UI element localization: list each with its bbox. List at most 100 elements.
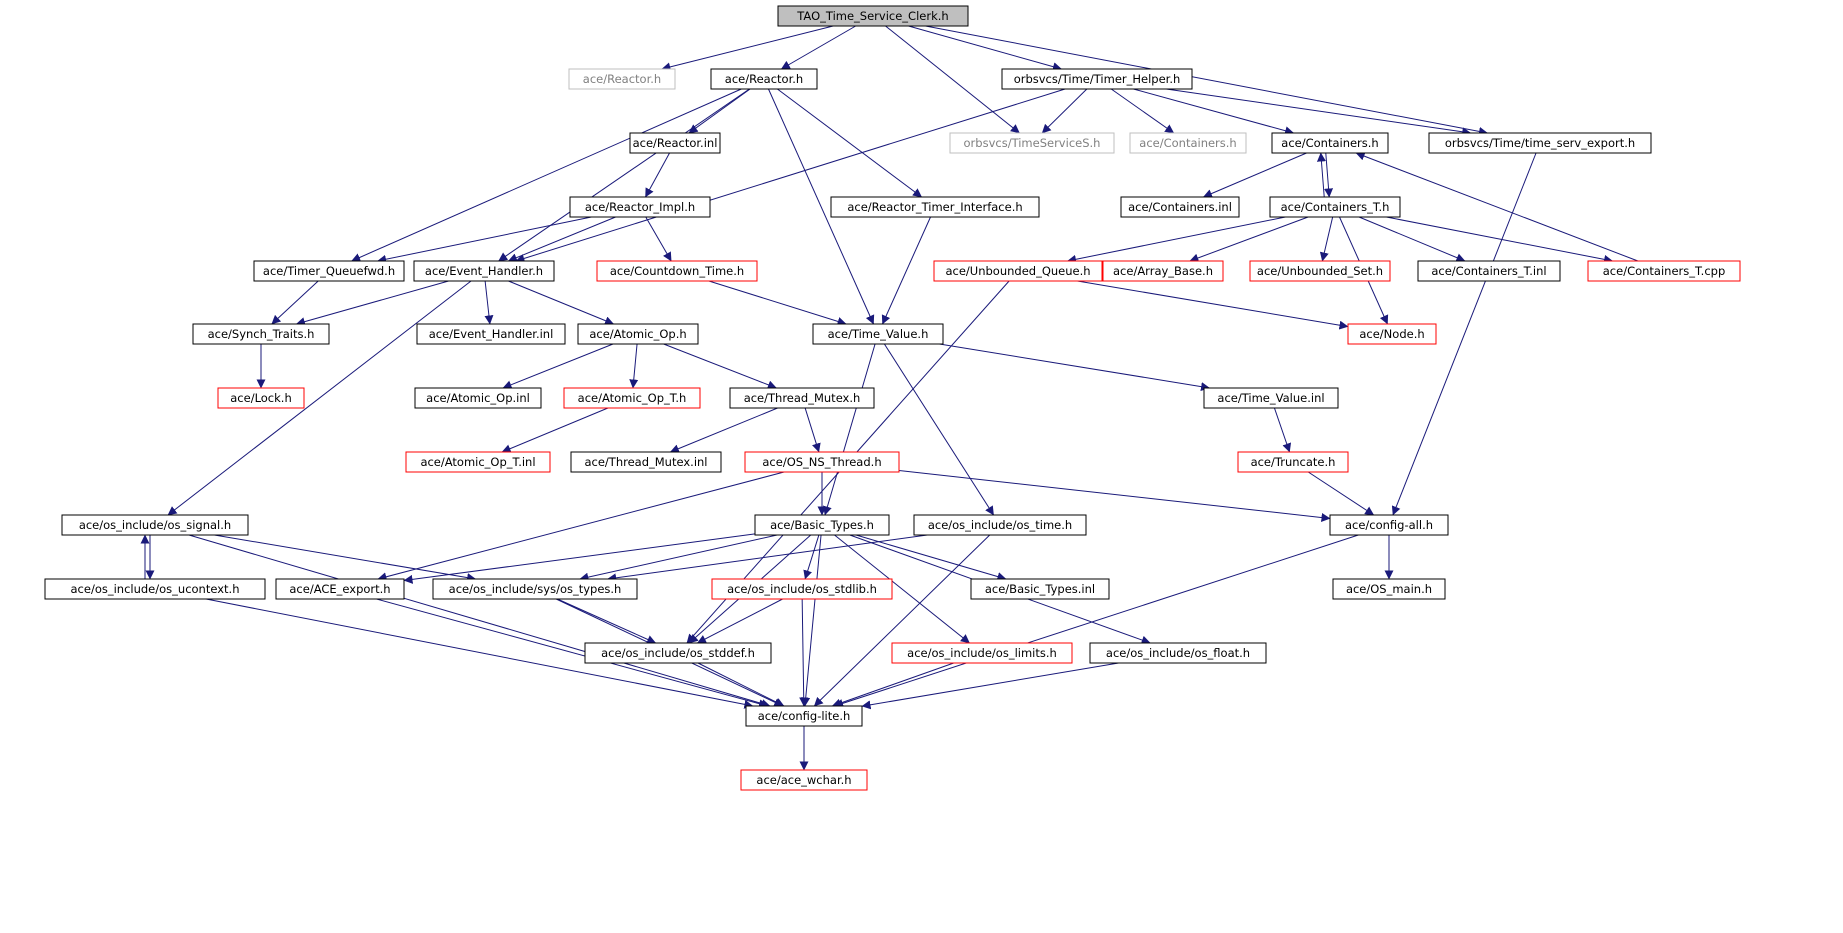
edge-timer_queuefwd-to-synch_traits: [271, 280, 319, 325]
node-ace_wchar[interactable]: ace/ace_wchar.h: [740, 769, 868, 791]
node-box: [745, 705, 863, 727]
node-box: [1587, 260, 1741, 282]
node-reactor_ext: ace/Reactor.h: [568, 68, 676, 90]
node-containers[interactable]: ace/Containers.h: [1271, 132, 1389, 154]
edge-atomic_op-to-atomic_op_inl: [502, 343, 614, 390]
node-label: ace/Synch_Traits.h: [208, 327, 315, 341]
node-atomic_op_t[interactable]: ace/Atomic_Op_T.h: [563, 387, 701, 409]
node-box: [1203, 387, 1339, 409]
node-unbounded_queue[interactable]: ace/Unbounded_Queue.h: [933, 260, 1103, 282]
node-ace_export[interactable]: ace/ACE_export.h: [275, 578, 405, 600]
node-label: ace/Reactor.h: [583, 72, 661, 86]
node-box: [275, 578, 405, 600]
node-label: ace/Event_Handler.inl: [429, 327, 554, 341]
node-box: [217, 387, 305, 409]
node-config_lite[interactable]: ace/config-lite.h: [745, 705, 863, 727]
node-timer_queuefwd[interactable]: ace/Timer_Queuefwd.h: [253, 260, 405, 282]
node-box: [577, 323, 699, 345]
edge-reactor_impl-to-timer_queuefwd: [377, 216, 592, 264]
node-containers_t_cpp[interactable]: ace/Containers_T.cpp: [1587, 260, 1741, 282]
node-label: ace/Time_Value.h: [828, 327, 929, 341]
node-box: [754, 514, 890, 536]
node-layer: TAO_Time_Service_Clerk.h ace/Reactor.h ace…: [44, 5, 1741, 791]
node-os_stdlib[interactable]: ace/os_include/os_stdlib.h: [711, 578, 893, 600]
edge-ace_export-to-config_lite: [376, 598, 768, 709]
node-time_value[interactable]: ace/Time_Value.h: [812, 323, 944, 345]
node-basic_types_inl[interactable]: ace/Basic_Types.inl: [970, 578, 1110, 600]
node-label: ace/OS_main.h: [1346, 582, 1432, 596]
node-unbounded_set[interactable]: ace/Unbounded_Set.h: [1249, 260, 1391, 282]
node-time_value_inl[interactable]: ace/Time_Value.inl: [1203, 387, 1339, 409]
node-label: ace/os_include/os_float.h: [1106, 646, 1250, 660]
node-box: [1120, 196, 1240, 218]
node-array_base[interactable]: ace/Array_Base.h: [1102, 260, 1224, 282]
node-label: ace/Reactor.h: [725, 72, 803, 86]
node-reactor_timer_interface[interactable]: ace/Reactor_Timer_Interface.h: [830, 196, 1040, 218]
node-label: ace/Containers_T.cpp: [1603, 264, 1726, 278]
node-os_limits[interactable]: ace/os_include/os_limits.h: [891, 642, 1073, 664]
node-box: [570, 451, 722, 473]
edge-reactor_inl-to-reactor_impl: [645, 152, 670, 198]
node-containers_t[interactable]: ace/Containers_T.h: [1269, 196, 1401, 218]
node-atomic_op_inl[interactable]: ace/Atomic_Op.inl: [414, 387, 542, 409]
edge-basic_types-to-os_limits: [834, 534, 970, 644]
node-box: [1347, 323, 1437, 345]
edge-root-to-reactor_ext: [661, 25, 834, 72]
node-label: ace/Basic_Types.inl: [985, 582, 1095, 596]
node-atomic_op_t_inl[interactable]: ace/Atomic_Op_T.inl: [405, 451, 551, 473]
node-containers_t_inl[interactable]: ace/Containers_T.inl: [1417, 260, 1561, 282]
node-box: [414, 387, 542, 409]
node-label: ace/config-all.h: [1345, 518, 1433, 532]
node-box: [949, 132, 1115, 154]
node-thread_mutex_inl[interactable]: ace/Thread_Mutex.inl: [570, 451, 722, 473]
node-event_handler_inl[interactable]: ace/Event_Handler.inl: [416, 323, 566, 345]
node-node[interactable]: ace/Node.h: [1347, 323, 1437, 345]
edge-event_handler-to-os_signal: [167, 280, 472, 516]
node-event_handler[interactable]: ace/Event_Handler.h: [413, 260, 555, 282]
node-label: ace/Lock.h: [230, 391, 292, 405]
node-box: [1428, 132, 1652, 154]
node-basic_types[interactable]: ace/Basic_Types.h: [754, 514, 890, 536]
edge-thread_mutex-to-os_ns_thread: [804, 407, 821, 453]
node-reactor[interactable]: ace/Reactor.h: [710, 68, 818, 90]
edge-timer_helper-to-event_handler: [515, 88, 1066, 263]
edge-os_ns_thread-to-ace_export: [377, 471, 785, 582]
node-box: [1329, 514, 1449, 536]
node-thread_mutex[interactable]: ace/Thread_Mutex.h: [729, 387, 875, 409]
node-reactor_inl[interactable]: ace/Reactor.inl: [629, 132, 721, 154]
node-box: [1269, 196, 1401, 218]
edge-time_value-to-basic_types: [823, 343, 876, 516]
node-box: [1102, 260, 1224, 282]
node-os_float[interactable]: ace/os_include/os_float.h: [1089, 642, 1267, 664]
edge-os_time-to-sys_os_types: [607, 534, 928, 583]
node-config_all[interactable]: ace/config-all.h: [1329, 514, 1449, 536]
node-synch_traits[interactable]: ace/Synch_Traits.h: [192, 323, 330, 345]
node-os_stddef[interactable]: ace/os_include/os_stddef.h: [584, 642, 772, 664]
node-containers_inl[interactable]: ace/Containers.inl: [1120, 196, 1240, 218]
node-reactor_impl[interactable]: ace/Reactor_Impl.h: [569, 196, 711, 218]
node-box: [432, 578, 638, 600]
node-sys_os_types[interactable]: ace/os_include/sys/os_types.h: [432, 578, 638, 600]
node-time_serv_export[interactable]: orbsvcs/Time/time_serv_export.h: [1428, 132, 1652, 154]
node-timer_helper[interactable]: orbsvcs/Time/Timer_Helper.h: [1001, 68, 1193, 90]
node-label: ace/os_include/os_stddef.h: [601, 646, 755, 660]
node-label: ace/Time_Value.inl: [1217, 391, 1324, 405]
node-os_ns_thread[interactable]: ace/OS_NS_Thread.h: [744, 451, 900, 473]
node-os_signal[interactable]: ace/os_include/os_signal.h: [61, 514, 249, 536]
node-label: ace/os_include/os_signal.h: [79, 518, 231, 532]
node-countdown_time[interactable]: ace/Countdown_Time.h: [596, 260, 758, 282]
node-box: [44, 578, 266, 600]
node-lock[interactable]: ace/Lock.h: [217, 387, 305, 409]
edge-containers-to-containers_inl: [1203, 152, 1307, 198]
node-label: ace/Timer_Queuefwd.h: [263, 264, 395, 278]
node-os_main[interactable]: ace/OS_main.h: [1332, 578, 1446, 600]
node-os_ucontext[interactable]: ace/os_include/os_ucontext.h: [44, 578, 266, 600]
node-root: TAO_Time_Service_Clerk.h: [777, 5, 969, 27]
node-truncate[interactable]: ace/Truncate.h: [1237, 451, 1349, 473]
node-box: [913, 514, 1087, 536]
edge-containers_t_cpp-to-containers: [1355, 151, 1639, 262]
node-box: [1089, 642, 1267, 664]
node-os_time[interactable]: ace/os_include/os_time.h: [913, 514, 1087, 536]
node-atomic_op[interactable]: ace/Atomic_Op.h: [577, 323, 699, 345]
